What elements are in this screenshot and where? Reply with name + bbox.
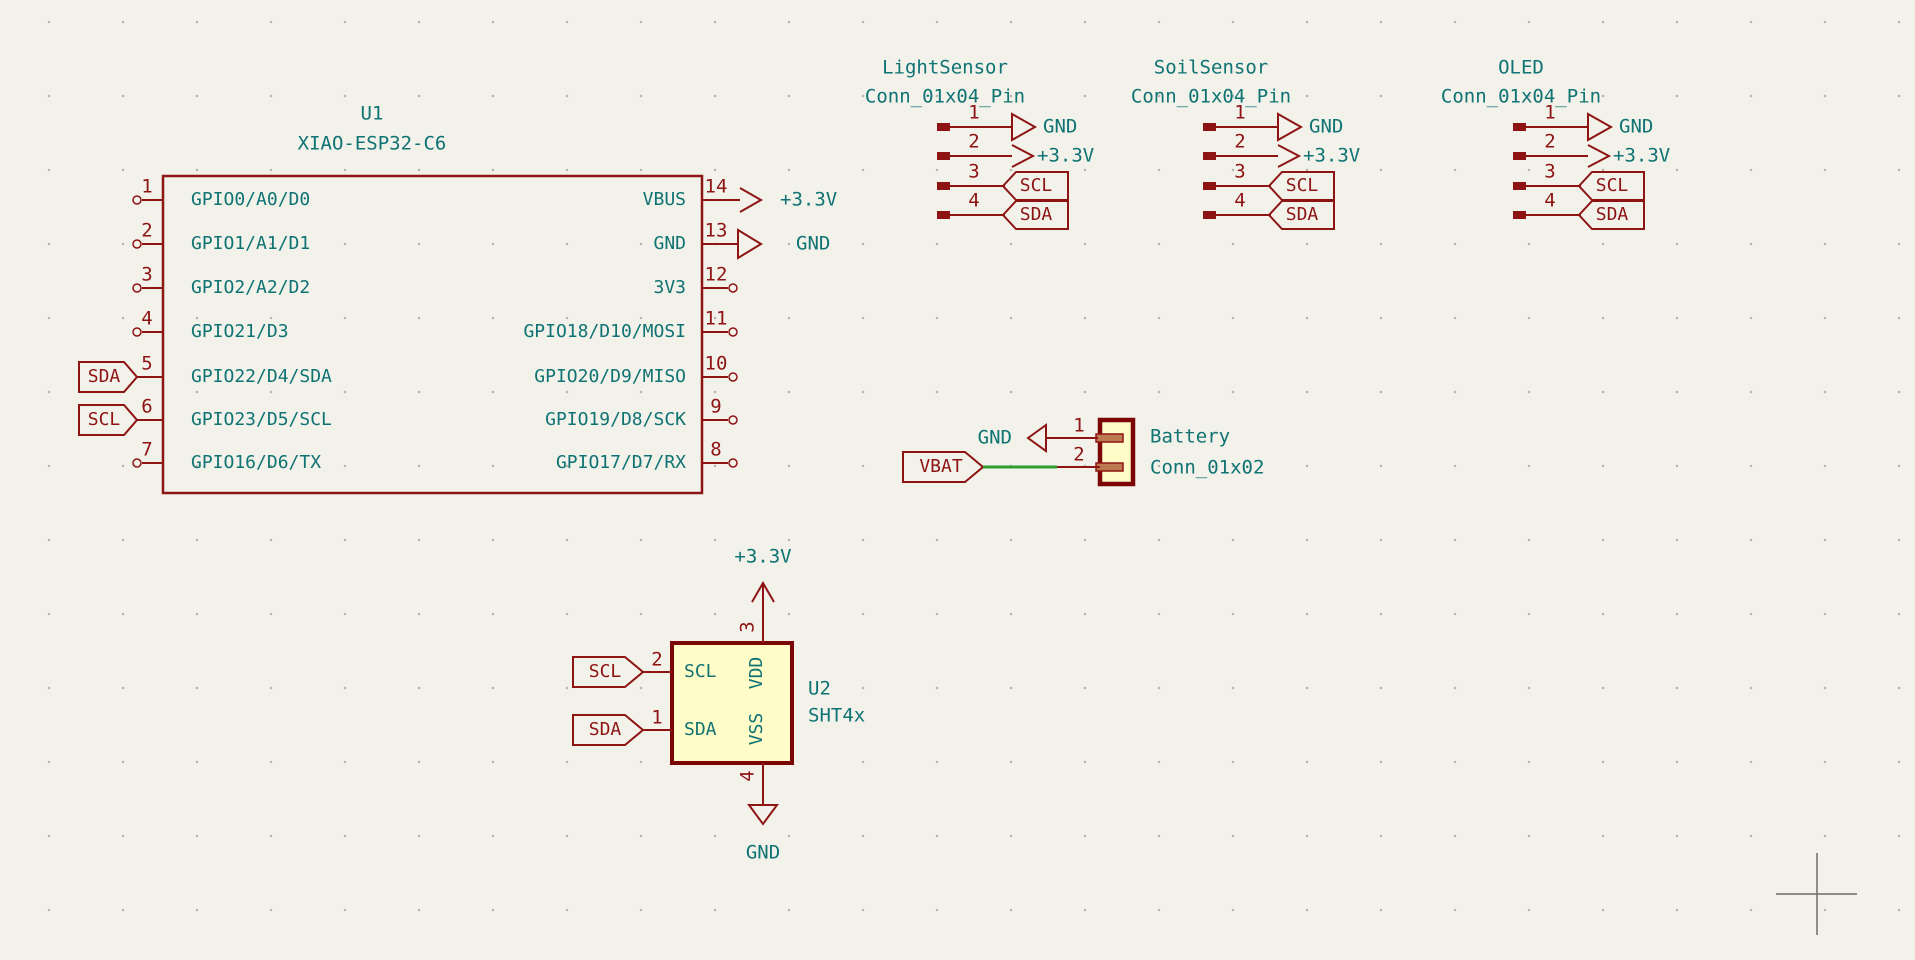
pin-number: 3 — [1544, 160, 1556, 183]
pin-name: 3V3 — [653, 277, 686, 298]
pin-name: GPIO23/D5/SCL — [191, 409, 332, 430]
battery-reference[interactable]: Battery — [1150, 425, 1231, 448]
pin-name: VDD — [746, 656, 767, 690]
global-label-sda[interactable]: SDA — [588, 719, 622, 740]
pin-number: 2 — [1234, 130, 1246, 153]
global-label-sda[interactable]: SDA — [1285, 204, 1319, 225]
pin-name: GPIO22/D4/SDA — [191, 366, 332, 387]
pin-number: 4 — [1544, 189, 1556, 212]
pin-number: 2 — [1544, 130, 1556, 153]
pin-number: 3 — [1234, 160, 1246, 183]
connector-value[interactable]: Conn_01x04_Pin — [1130, 85, 1292, 108]
global-label-scl[interactable]: SCL — [1019, 175, 1053, 196]
pin-number: 9 — [710, 395, 722, 418]
connector-reference[interactable]: LightSensor — [882, 56, 1008, 79]
global-label-scl[interactable]: SCL — [1285, 175, 1319, 196]
pin-name: GPIO20/D9/MISO — [534, 366, 686, 387]
power-label-3v3[interactable]: +3.3V — [734, 545, 792, 568]
connector-reference[interactable]: SoilSensor — [1153, 56, 1269, 79]
connector-reference[interactable]: OLED — [1498, 56, 1544, 79]
pin-name: GPIO18/D10/MOSI — [523, 321, 686, 342]
pin-number: 2 — [651, 648, 663, 671]
global-label-scl[interactable]: SCL — [588, 661, 622, 682]
global-label-vbat[interactable]: VBAT — [919, 456, 963, 477]
hier-label-gnd[interactable]: GND — [796, 232, 831, 255]
hier-label-gnd[interactable]: GND — [1619, 115, 1654, 138]
pin-number: 4 — [736, 770, 759, 782]
global-label-scl[interactable]: SCL — [87, 409, 121, 430]
hier-label-gnd[interactable]: GND — [1043, 115, 1078, 138]
pin-number: 1 — [141, 175, 153, 198]
u1-symbol-body[interactable] — [161, 174, 704, 495]
u2-reference[interactable]: U2 — [808, 677, 831, 700]
battery-symbol[interactable] — [902, 417, 1136, 487]
pin-name: VBUS — [642, 189, 686, 210]
pin-number: 8 — [710, 438, 722, 461]
pin-name: GPIO0/A0/D0 — [191, 189, 311, 210]
pin-name: GPIO21/D3 — [191, 321, 289, 342]
hier-label-3v3[interactable]: +3.3V — [1613, 144, 1671, 167]
pin-number: 13 — [704, 219, 728, 242]
connector-value[interactable]: Conn_01x04_Pin — [1440, 85, 1602, 108]
pin-number: 3 — [736, 621, 759, 633]
pin-number: 10 — [704, 352, 728, 375]
pin-number: 1 — [968, 101, 980, 124]
pin-number: 14 — [704, 175, 728, 198]
hier-label-3v3[interactable]: +3.3V — [1037, 144, 1095, 167]
pin-name: GPIO19/D8/SCK — [545, 409, 686, 430]
global-label-sda[interactable]: SDA — [1019, 204, 1053, 225]
pin-name: VSS — [746, 712, 767, 746]
hier-label-gnd[interactable]: GND — [1309, 115, 1344, 138]
pin-name: GND — [653, 233, 686, 254]
pin-number: 2 — [1073, 443, 1085, 466]
pin-name: SCL — [684, 661, 717, 682]
pin-name: GPIO2/A2/D2 — [191, 277, 311, 298]
pin-number: 1 — [1234, 101, 1246, 124]
pin-name: GPIO1/A1/D1 — [191, 233, 311, 254]
pin-number: 2 — [968, 130, 980, 153]
hier-label-3v3[interactable]: +3.3V — [780, 188, 838, 211]
global-label-sda[interactable]: SDA — [87, 366, 121, 387]
cursor-crosshair — [1776, 853, 1857, 935]
hier-label-3v3[interactable]: +3.3V — [1303, 144, 1361, 167]
connector-value[interactable]: Conn_01x04_Pin — [864, 85, 1026, 108]
pin-number: 1 — [1073, 414, 1085, 437]
pin-number: 4 — [968, 189, 980, 212]
pin-number: 1 — [1544, 101, 1556, 124]
u2-value[interactable]: SHT4x — [808, 704, 866, 727]
pin-name: GPIO16/D6/TX — [191, 452, 322, 473]
global-label-scl[interactable]: SCL — [1595, 175, 1629, 196]
power-label-gnd[interactable]: GND — [745, 841, 781, 864]
pin-number: 6 — [141, 395, 153, 418]
pin-name: SDA — [684, 719, 717, 740]
hier-label-gnd[interactable]: GND — [977, 426, 1012, 449]
global-label-sda[interactable]: SDA — [1595, 204, 1629, 225]
pin-number: 1 — [651, 706, 663, 729]
pin-number: 3 — [141, 263, 153, 286]
pin-number: 5 — [141, 352, 153, 375]
u2-symbol[interactable] — [572, 581, 794, 826]
u1-pins[interactable] — [78, 187, 764, 468]
pin-number: 7 — [141, 438, 153, 461]
battery-value[interactable]: Conn_01x02 — [1150, 456, 1265, 479]
pin-number: 4 — [141, 307, 153, 330]
u1-value[interactable]: XIAO-ESP32-C6 — [297, 132, 447, 155]
pin-number: 3 — [968, 160, 980, 183]
pin-name: GPIO17/D7/RX — [555, 452, 686, 473]
pin-number: 11 — [704, 307, 728, 330]
pin-number: 12 — [704, 263, 728, 286]
pin-number: 2 — [141, 219, 153, 242]
pin-number: 4 — [1234, 189, 1246, 212]
u1-reference[interactable]: U1 — [360, 102, 384, 125]
